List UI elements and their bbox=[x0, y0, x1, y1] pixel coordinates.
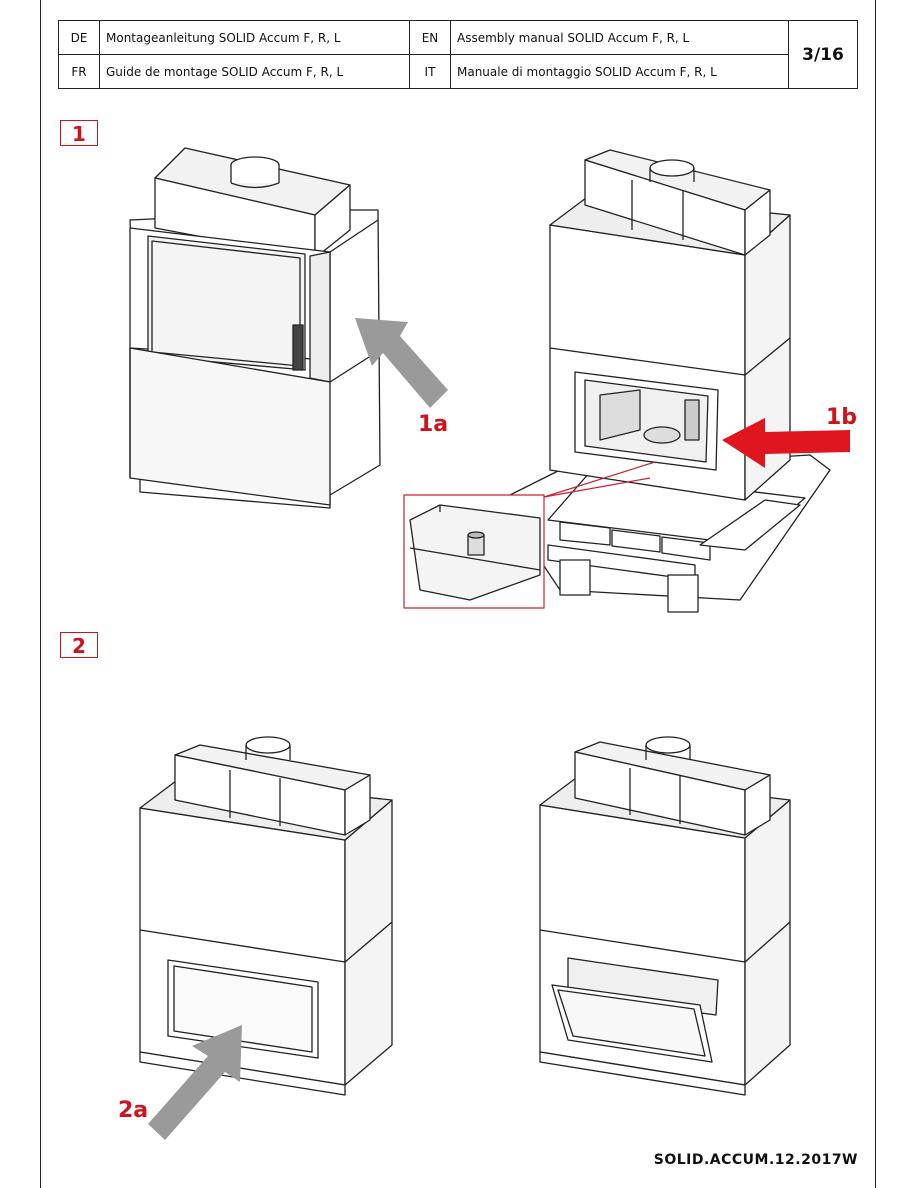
header-table: DE Montageanleitung SOLID Accum F, R, L … bbox=[58, 20, 858, 89]
arrow-1a-icon bbox=[355, 318, 448, 408]
arrow-2a-icon bbox=[148, 1025, 242, 1140]
page-frame bbox=[40, 0, 876, 1188]
label-1b: 1b bbox=[826, 405, 858, 430]
title-fr: Guide de montage SOLID Accum F, R, L bbox=[99, 54, 410, 89]
page-number: 3/16 bbox=[788, 20, 858, 89]
stove-2a-illustration bbox=[139, 736, 393, 1096]
header-row-2: FR Guide de montage SOLID Accum F, R, L … bbox=[58, 54, 858, 89]
title-en: Assembly manual SOLID Accum F, R, L bbox=[449, 20, 790, 55]
title-de: Montageanleitung SOLID Accum F, R, L bbox=[99, 20, 410, 55]
step-2-marker: 2 bbox=[60, 632, 98, 658]
lang-code-it: IT bbox=[408, 54, 451, 89]
detail-zoom-box bbox=[403, 461, 656, 609]
label-1a: 1a bbox=[418, 412, 449, 437]
label-2a: 2a bbox=[118, 1098, 149, 1123]
header-row-1: DE Montageanleitung SOLID Accum F, R, L … bbox=[58, 20, 858, 89]
step-1-marker: 1 bbox=[60, 120, 98, 146]
lang-code-de: DE bbox=[58, 20, 100, 55]
arrow-1b-icon bbox=[722, 418, 850, 468]
stove-1b-illustration bbox=[499, 149, 831, 613]
document-code: SOLID.ACCUM.12.2017W bbox=[653, 1152, 858, 1168]
stove-1a-illustration bbox=[129, 147, 381, 509]
stove-2b-illustration bbox=[539, 736, 791, 1096]
title-it: Manuale di montaggio SOLID Accum F, R, L bbox=[449, 54, 790, 89]
lang-code-fr: FR bbox=[58, 54, 100, 89]
